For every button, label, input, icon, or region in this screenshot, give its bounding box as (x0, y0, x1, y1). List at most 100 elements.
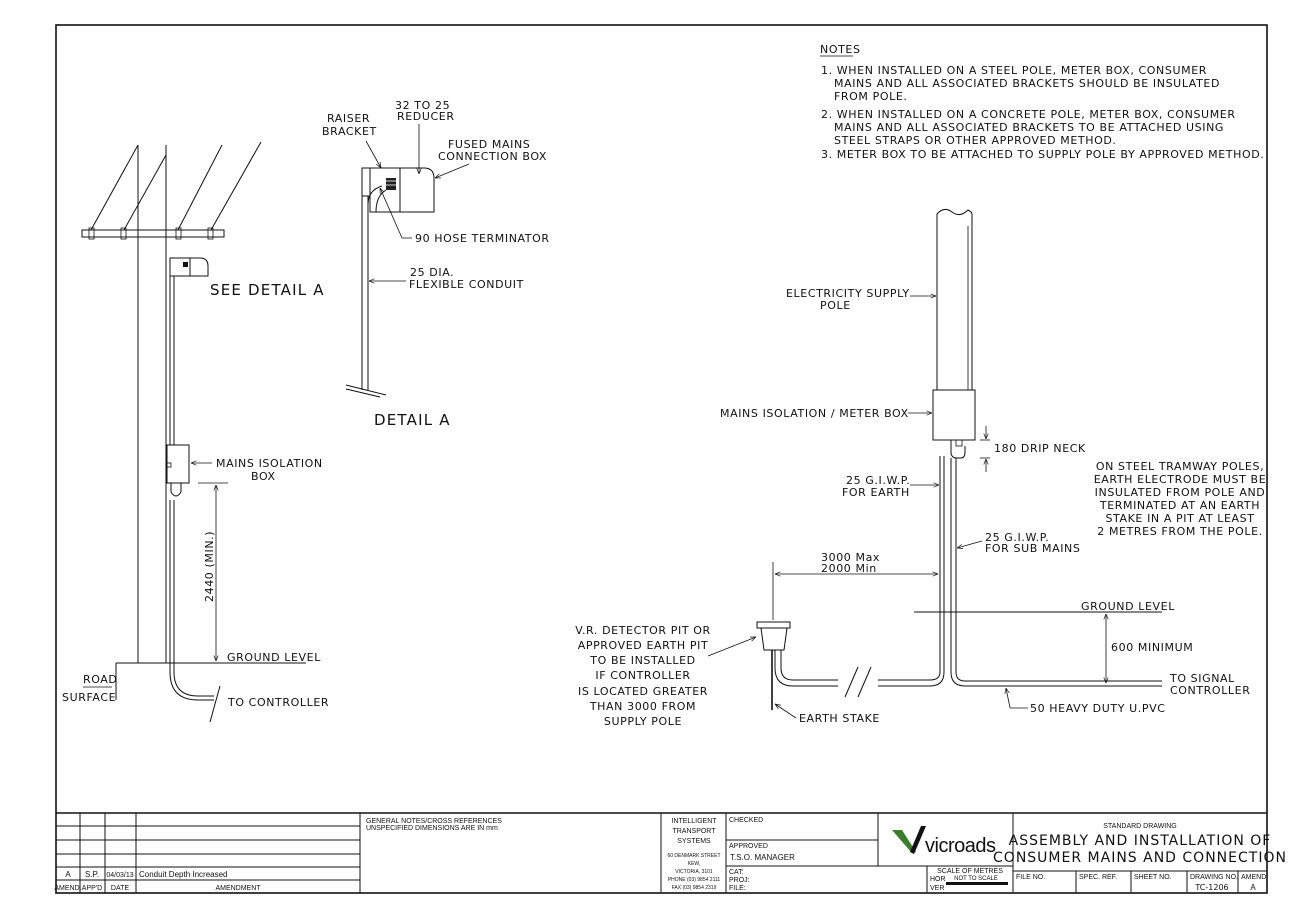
supply-pole-label-2: POLE (820, 299, 851, 312)
proj-label: PROJ: (729, 877, 750, 884)
tramway-note: ON STEEL TRAMWAY POLES, EARTH ELECTRODE … (1094, 460, 1266, 538)
amend-label: AMEND. (1241, 874, 1268, 881)
svg-text:TERMINATED AT AN EARTH: TERMINATED AT AN EARTH (1099, 499, 1260, 512)
meter-box (932, 389, 976, 441)
amend-value: A (1250, 883, 1256, 892)
svg-text:APPROVED EARTH PIT: APPROVED EARTH PIT (578, 639, 709, 652)
dimension-2440: 2440 (MIN.) (203, 531, 216, 602)
raiser-label: RAISER (327, 112, 370, 125)
date-header: DATE (111, 885, 129, 892)
title-line-1: ASSEMBLY AND INSTALLATION OF (1009, 833, 1272, 849)
note-2-line-1: 2. WHEN INSTALLED ON A CONCRETE POLE, ME… (821, 108, 1236, 121)
title-block: A S.P. 04/03/13 Conduit Depth Increased … (54, 812, 1287, 893)
cross-arm (81, 229, 225, 238)
surface-label: SURFACE (62, 691, 116, 704)
org-line-3: SYSTEMS (677, 838, 711, 845)
svg-text:THAN 3000 FROM: THAN 3000 FROM (589, 700, 696, 713)
appd-header: APP'D (82, 885, 102, 892)
overhead-wire (210, 141, 262, 231)
svg-text:SUPPLY POLE: SUPPLY POLE (604, 715, 682, 728)
amend-cell: A (65, 870, 71, 879)
org-line-2: TRANSPORT (672, 828, 716, 835)
conduit-dia-label: 25 DIA. (410, 266, 454, 279)
reducer-size-label: 32 TO 25 (395, 99, 450, 112)
amend-header: AMEND. (54, 885, 81, 892)
svg-text:TO BE INSTALLED: TO BE INSTALLED (589, 654, 695, 667)
svg-text:V.R. DETECTOR PIT OR: V.R. DETECTOR PIT OR (575, 624, 711, 637)
sub-mains-giwp-label: 25 G.I.W.P. (985, 531, 1049, 544)
distance-min-label: 2000 Min (821, 562, 877, 575)
vicroads-logo: vicroads (892, 826, 996, 857)
not-to-scale-label: NOT TO SCALE (954, 876, 998, 882)
hor-label: HOR (930, 876, 946, 883)
fused-mains-label: FUSED MAINS (448, 138, 530, 151)
unspecified-dims-label: UNSPECIFIED DIMENSIONS ARE IN mm (366, 825, 498, 832)
svg-text:STAKE IN A PIT AT LEAST: STAKE IN A PIT AT LEAST (1105, 512, 1254, 525)
upvc-label: 50 HEAVY DUTY U.PVC (1030, 702, 1166, 715)
logo-text: vicroads (925, 835, 996, 857)
amendment-cell: Conduit Depth Increased (139, 870, 228, 879)
approver-name: T.S.O. MANAGER (730, 853, 795, 862)
note-1-line-2: MAINS AND ALL ASSOCIATED BRACKETS SHOULD… (834, 77, 1220, 90)
for-sub-mains-label: FOR SUB MAINS (985, 542, 1080, 555)
svg-text:IF CONTROLLER: IF CONTROLLER (595, 669, 690, 682)
bracket-plate (369, 167, 401, 213)
svg-text:KEW,: KEW, (688, 861, 701, 867)
mains-isolation-label: MAINS ISOLATION (216, 457, 323, 470)
svg-text:ON STEEL TRAMWAY POLES,: ON STEEL TRAMWAY POLES, (1096, 460, 1264, 473)
minimum-label: 600 MINIMUM (1111, 641, 1193, 654)
controller-label: CONTROLLER (1170, 684, 1250, 697)
svg-text:FAX (03) 9854 2319: FAX (03) 9854 2319 (672, 885, 717, 891)
hose-terminator-label: 90 HOSE TERMINATOR (415, 232, 550, 245)
general-notes-label: GENERAL NOTES/CROSS REFERENCES (366, 818, 502, 825)
date-cell: 04/03/13 (106, 872, 133, 879)
org-line-1: INTELLIGENT (671, 818, 717, 825)
road-label: ROAD (83, 673, 118, 686)
note-2-line-3: STEEL STRAPS OR OTHER APPROVED METHOD. (834, 134, 1117, 147)
supply-pole-label: ELECTRICITY SUPPLY (786, 287, 910, 300)
installation-detail: ELECTRICITY SUPPLY POLE MAINS ISOLATION … (575, 208, 1266, 728)
see-detail-label: SEE DETAIL A (210, 281, 325, 299)
note-3: 3. METER BOX TO BE ATTACHED TO SUPPLY PO… (821, 148, 1264, 161)
drawing-no-label: DRAWING NO. (1190, 874, 1238, 881)
overhead-wire (90, 144, 139, 231)
overhead-wire (177, 144, 223, 231)
ground-level-label-left: GROUND LEVEL (227, 651, 321, 664)
standard-drawing-label: STANDARD DRAWING (1103, 823, 1177, 830)
connection-box (169, 257, 191, 277)
spec-ref-label: SPEC. REF. (1079, 874, 1117, 881)
notes-heading: NOTES (820, 43, 861, 56)
ground-level-label-right: GROUND LEVEL (1081, 600, 1175, 613)
svg-text:INSULATED FROM POLE AND: INSULATED FROM POLE AND (1095, 486, 1266, 499)
cat-label: CAT: (729, 869, 744, 876)
earth-giwp-label: 25 G.I.W.P. (846, 474, 910, 487)
note-1-line-1: 1. WHEN INSTALLED ON A STEEL POLE, METER… (821, 64, 1207, 77)
title-line-2: CONSUMER MAINS AND CONNECTION (993, 850, 1287, 866)
drawing-no-value: TC-1206 (1194, 883, 1228, 892)
mains-isolation-box (166, 444, 190, 484)
sheet-no-label: SHEET NO. (1134, 874, 1172, 881)
connection-box-label: CONNECTION BOX (438, 150, 547, 163)
note-2-line-2: MAINS AND ALL ASSOCIATED BRACKETS TO BE … (834, 121, 1224, 134)
svg-text:VICTORIA, 3101: VICTORIA, 3101 (675, 869, 713, 875)
bracket-label: BRACKET (322, 125, 377, 138)
earth-stake-label: EARTH STAKE (799, 712, 880, 725)
supply-pole (936, 208, 973, 390)
file-label: FILE: (729, 885, 746, 892)
drip-neck-label: 180 DRIP NECK (994, 442, 1086, 455)
ver-label: VER (930, 885, 944, 892)
svg-text:PHONE (03) 9854 2111: PHONE (03) 9854 2111 (668, 877, 721, 883)
raiser-bracket (361, 167, 371, 197)
amendment-header: AMENDMENT (215, 885, 261, 892)
detail-a-title: DETAIL A (374, 411, 451, 429)
svg-text:IS LOCATED GREATER: IS LOCATED GREATER (578, 685, 708, 698)
detail-a: RAISER BRACKET 32 TO 25 REDUCER FUSED MA… (322, 99, 550, 429)
svg-text:2 METRES FROM THE POLE.: 2 METRES FROM THE POLE. (1097, 525, 1262, 538)
fused-connection-box (399, 167, 435, 213)
notes-block: NOTES 1. WHEN INSTALLED ON A STEEL POLE,… (820, 43, 1264, 161)
note-1-line-3: FROM POLE. (834, 90, 907, 103)
overhead-wire (123, 154, 167, 231)
meter-box-label: MAINS ISOLATION / METER BOX (720, 407, 909, 420)
approved-label: APPROVED (729, 843, 768, 850)
to-controller-label: TO CONTROLLER (227, 696, 329, 709)
